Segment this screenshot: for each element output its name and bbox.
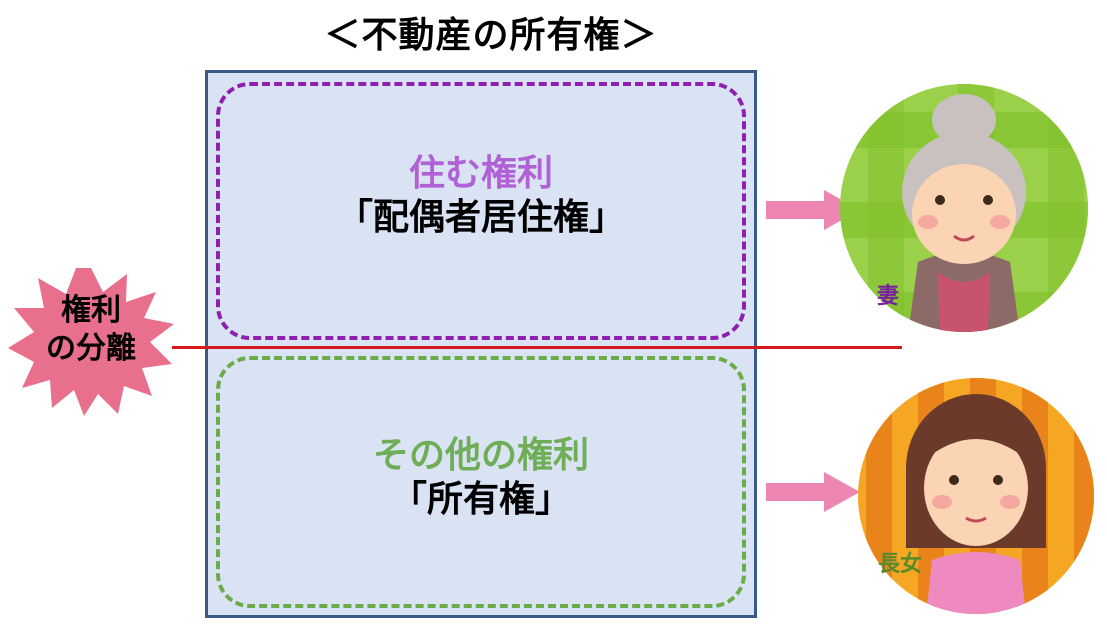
other-rights-panel: その他の権利 「所有権」 <box>216 356 746 608</box>
living-right-name: 「配偶者居住権」 <box>336 197 625 238</box>
wife-label: 妻 <box>877 284 900 309</box>
separation-badge-line1: 権利 <box>61 293 121 328</box>
arrow-to-wife-icon <box>766 190 860 230</box>
wife-avatar <box>840 84 1088 332</box>
daughter-avatar <box>858 378 1094 614</box>
living-right-panel: 住む権利 「配偶者居住権」 <box>216 82 746 340</box>
separation-burst-icon <box>8 268 174 416</box>
daughter-label: 長女 <box>878 552 923 577</box>
other-rights-name: 「所有権」 <box>390 479 571 520</box>
diagram-title: ＜不動産の所有権＞ <box>324 15 658 56</box>
living-right-heading: 住む権利 <box>408 153 553 194</box>
property-ownership-box <box>205 70 757 618</box>
separation-line <box>172 346 902 349</box>
separation-badge-line2: の分離 <box>46 331 136 366</box>
separation-badge-text: 権利 の分離 <box>6 292 176 368</box>
arrow-to-daughter-icon <box>766 472 860 512</box>
other-rights-heading: その他の権利 <box>372 435 589 476</box>
